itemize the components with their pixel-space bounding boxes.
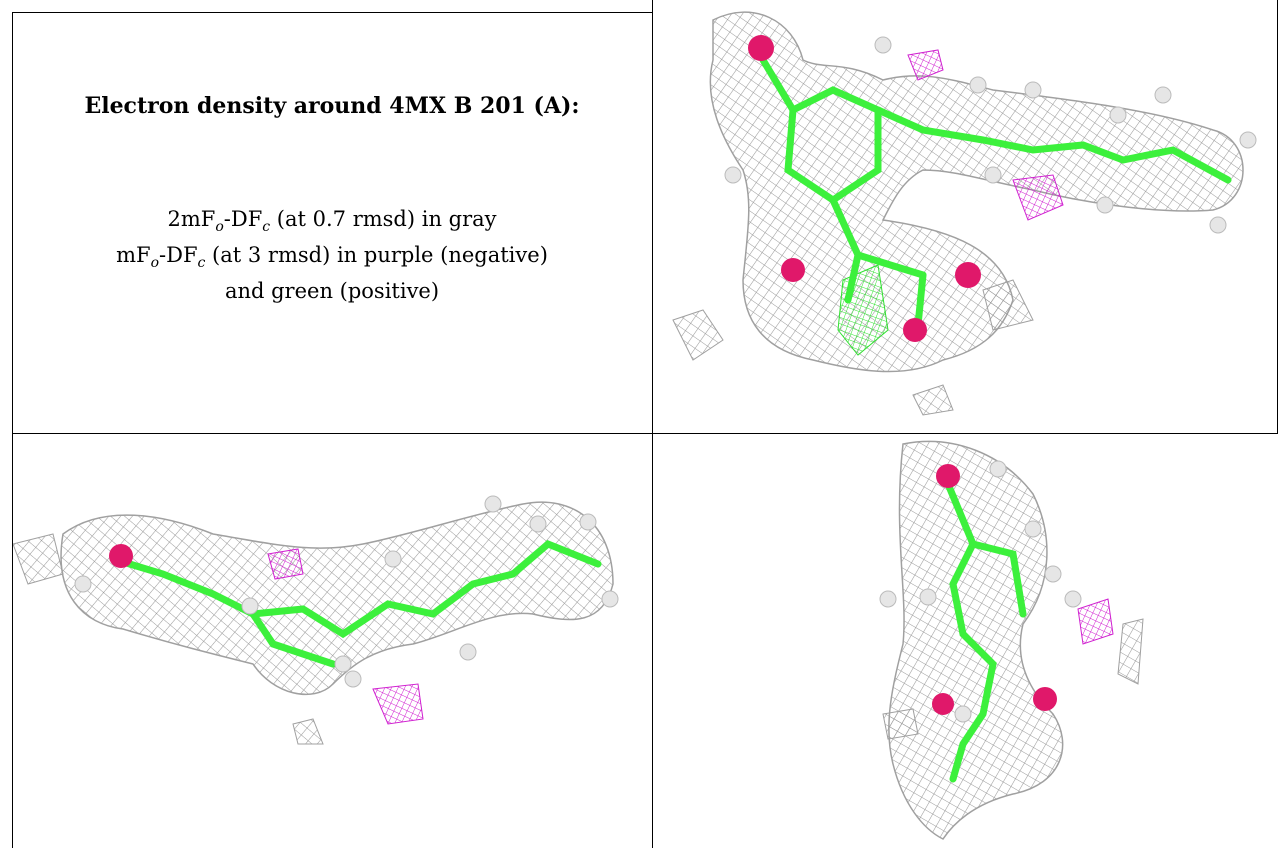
gray-mesh	[882, 440, 1144, 840]
figure-title: Electron density around 4MX B 201 (A):	[84, 93, 580, 119]
negative-density	[907, 49, 1064, 221]
oxygen-atoms	[109, 544, 133, 568]
hydrogen-atoms	[724, 36, 1257, 234]
negative-density	[1077, 598, 1114, 645]
legend-line-green: and green (positive)	[224, 279, 440, 304]
divider-horizontal	[12, 433, 1278, 434]
border-top	[12, 12, 652, 13]
hydrogen-atoms	[74, 495, 619, 688]
density-view-bottom-right	[653, 434, 1278, 848]
oxygen-atoms	[748, 35, 981, 342]
molecule-bonds	[944, 480, 1027, 783]
negative-density	[267, 548, 424, 725]
molecule-bonds	[759, 56, 1232, 329]
hydrogen-atoms	[879, 460, 1082, 723]
legend-line-gray: 2mFo-DFc (at 0.7 rmsd) in gray	[167, 207, 497, 236]
density-view-bottom-left	[13, 434, 652, 848]
legend-text: 2mFo-DFc (at 0.7 rmsd) in gray mFo-DFc (…	[12, 205, 652, 305]
density-view-top-right	[653, 0, 1277, 433]
gray-mesh	[13, 501, 614, 745]
oxygen-atoms	[932, 464, 1057, 715]
gray-mesh	[672, 11, 1244, 416]
border-left	[12, 12, 13, 848]
molecule-bonds	[109, 539, 602, 668]
divider-vertical	[652, 0, 653, 848]
legend-line-purple: mFo-DFc (at 3 rmsd) in purple (negative)	[116, 243, 548, 272]
caption-cell: Electron density around 4MX B 201 (A): 2…	[12, 0, 652, 432]
